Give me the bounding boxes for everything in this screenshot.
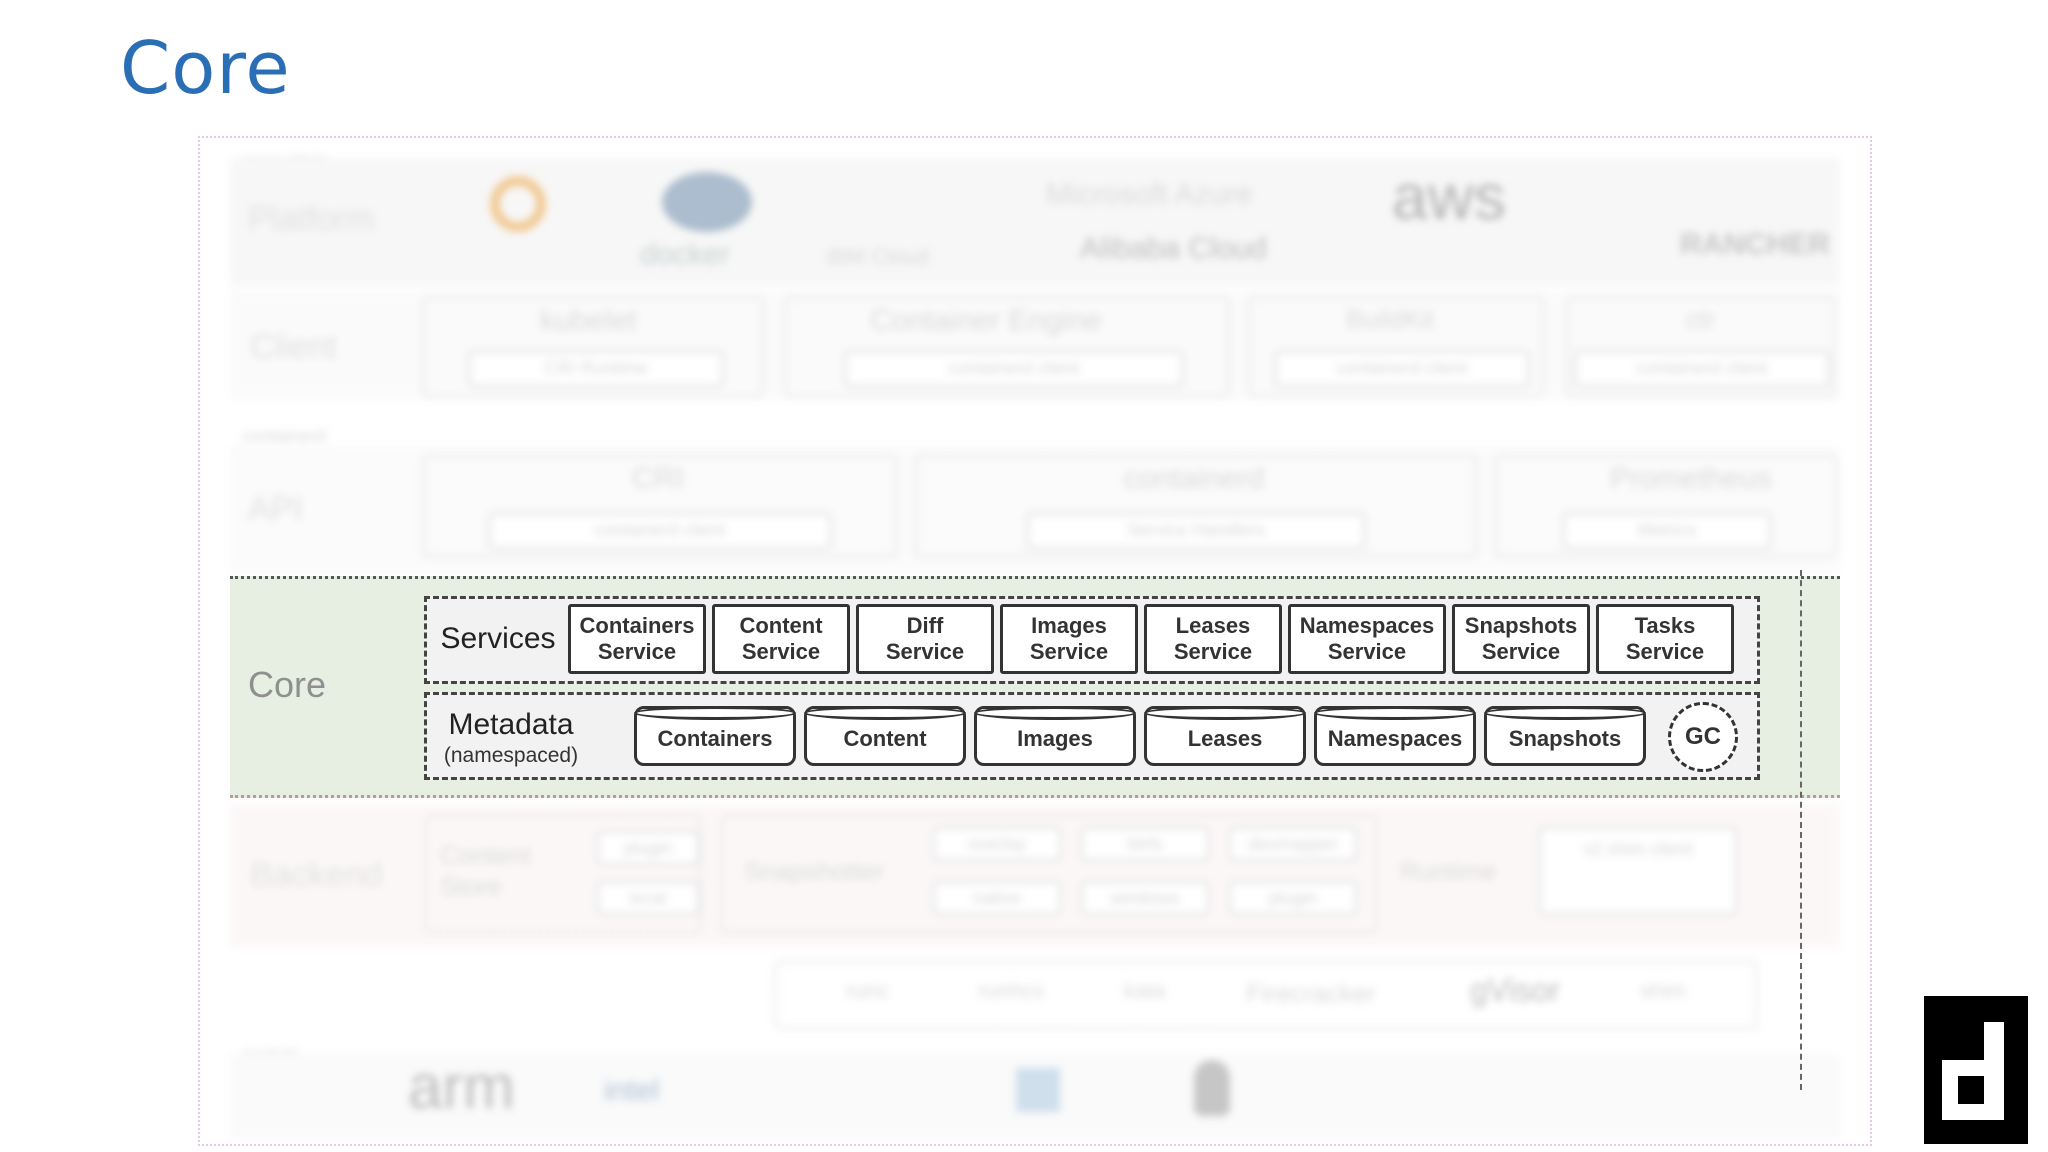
- runtime-text: Runtime: [1400, 856, 1497, 886]
- shim-firecracker: Firecracker: [1246, 978, 1377, 1008]
- service-handlers-box: Service Handlers: [1026, 512, 1366, 550]
- snapshots-store[interactable]: Snapshots: [1484, 706, 1646, 766]
- core-label: Core: [248, 664, 327, 705]
- brand-logo: [1924, 996, 2028, 1144]
- api-box-containerd: [914, 454, 1478, 558]
- cri-runtime-box: CRI Runtime: [468, 350, 724, 388]
- shim-gvisor: gVisor: [1470, 972, 1561, 1008]
- namespaces-service[interactable]: Namespaces Service: [1288, 604, 1446, 674]
- runtime-shim-client: v2 shim client: [1538, 826, 1738, 916]
- api-box-prometheus: [1494, 454, 1838, 558]
- cri-text: CRI: [632, 462, 684, 495]
- containers-service[interactable]: Containers Service: [568, 604, 706, 674]
- namespaces-store[interactable]: Namespaces: [1314, 706, 1476, 766]
- snap-opt-btrfs: btrfs: [1080, 826, 1210, 862]
- ctr-client-box: containerd client: [1574, 350, 1830, 388]
- azure-text: Microsoft Azure: [1046, 178, 1253, 211]
- client-box-kubelet: [422, 296, 764, 398]
- snap-opt-plugin: plugin: [1228, 880, 1358, 916]
- docker-logo: [662, 172, 752, 232]
- platform-band: [230, 158, 1840, 286]
- engine-text: Container Engine: [870, 304, 1102, 337]
- content-store[interactable]: Content: [804, 706, 966, 766]
- content-store-box: [424, 814, 702, 934]
- linux-icon: [1194, 1060, 1230, 1116]
- snap-opt-native: native: [932, 880, 1062, 916]
- intel-logo: intel: [604, 1074, 660, 1107]
- cri-client-box: containerd client: [488, 512, 832, 550]
- shim-runc: runc: [846, 978, 889, 1003]
- connector-line: [1800, 570, 1802, 1090]
- diff-service[interactable]: Diff Service: [856, 604, 994, 674]
- diagram-frame: [198, 136, 1872, 1146]
- metadata-sub-label: (namespaced): [443, 744, 579, 767]
- metrics-box: Metrics: [1562, 512, 1772, 550]
- snapshots-service[interactable]: Snapshots Service: [1452, 604, 1590, 674]
- ibm-cloud-text: IBM Cloud: [826, 244, 929, 269]
- ctr-text: ctr: [1686, 304, 1715, 334]
- containers-store[interactable]: Containers: [634, 706, 796, 766]
- content-service[interactable]: Content Service: [712, 604, 850, 674]
- containerd-label: containerd: [242, 426, 327, 446]
- client-box-engine: [784, 296, 1230, 398]
- buildkit-text: BuildKit: [1346, 304, 1435, 334]
- tasks-service[interactable]: Tasks Service: [1596, 604, 1734, 674]
- platform-label: Platform: [248, 200, 375, 238]
- aws-text: aws: [1392, 161, 1506, 233]
- shim-generic: shim: [1640, 978, 1687, 1003]
- gcp-logo: [490, 176, 546, 232]
- client-label: Client: [250, 328, 337, 366]
- prometheus-text: Prometheus: [1610, 462, 1772, 495]
- arm-logo: arm: [408, 1053, 515, 1122]
- client-box-ctr: [1566, 296, 1836, 398]
- page-title: Core: [120, 26, 291, 110]
- logo-hole: [1958, 1076, 1984, 1104]
- shim-kata: kata: [1124, 978, 1166, 1003]
- leases-service[interactable]: Leases Service: [1144, 604, 1282, 674]
- content-opt-plugin: plugin: [596, 830, 700, 866]
- shim-row: [774, 960, 1758, 1030]
- snapshotter-box: [720, 814, 1378, 934]
- client-box-buildkit: [1248, 296, 1544, 398]
- engine-client-box: containerd client: [844, 350, 1184, 388]
- gc-node[interactable]: GC: [1668, 702, 1738, 772]
- services-label: Services: [440, 622, 556, 655]
- images-service[interactable]: Images Service: [1000, 604, 1138, 674]
- snap-opt-windows: windows: [1080, 880, 1210, 916]
- docker-text: docker: [640, 238, 731, 271]
- api-band: [230, 446, 1840, 574]
- windows-icon: [1016, 1068, 1060, 1112]
- snapshotter-text: Snapshotter: [744, 856, 885, 886]
- kubelet-text: kubelet: [540, 304, 637, 337]
- shim-runhcs: runhcs: [978, 978, 1045, 1003]
- snap-opt-devmapper: devmapper: [1228, 826, 1358, 862]
- content-opt-local: local: [596, 880, 700, 916]
- api-box-cri: [422, 454, 898, 558]
- leases-store[interactable]: Leases: [1144, 706, 1306, 766]
- alibaba-text: Alibaba Cloud: [1080, 232, 1267, 265]
- metadata-label: Metadata: [448, 708, 574, 741]
- api-label: API: [248, 490, 303, 528]
- content-store-text: Content Store: [440, 840, 532, 901]
- buildkit-client-box: containerd client: [1274, 350, 1530, 388]
- images-store[interactable]: Images: [974, 706, 1136, 766]
- snap-opt-overlay: overlay: [932, 826, 1062, 862]
- containerd-text: containerd: [1124, 462, 1265, 495]
- rancher-text: RANCHER: [1680, 228, 1830, 261]
- backend-label: Backend: [250, 856, 383, 894]
